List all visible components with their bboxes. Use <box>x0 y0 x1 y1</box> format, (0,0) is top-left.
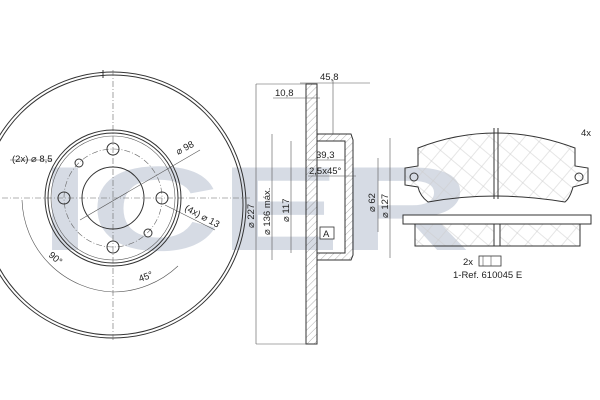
center-bore <box>81 166 145 230</box>
hub-outer-ring <box>44 129 182 267</box>
pad-reference-label: 1-Ref. 610045 E <box>453 270 522 281</box>
detail-a-box <box>319 226 335 240</box>
pad-backing-plate <box>402 214 592 225</box>
clip-quantity-label: 2x <box>463 257 473 268</box>
pad-friction-material <box>414 223 581 247</box>
total-height-label: 45,8 <box>320 72 339 83</box>
small-hole-label: (2x) ⌀ 8,5 <box>12 154 53 165</box>
detail-label: A <box>323 229 330 240</box>
thickness-label: 10,8 <box>275 88 294 99</box>
watermark-logo: ICER <box>40 142 470 276</box>
pad-front-view <box>404 132 589 203</box>
chamfer-label: 2,5x45° <box>309 166 342 177</box>
disc-section-view: A 45,8 10,8 39,3 2,5x45° ⌀ 227 ⌀ 136 máx… <box>246 72 391 345</box>
brake-pad-set: 4x 2x 1-Ref. 610045 E <box>402 128 592 281</box>
pad-quantity-label: 4x <box>581 128 591 139</box>
clip-icon <box>478 255 502 267</box>
bolt-holes <box>57 142 169 254</box>
hat-diameter-label: ⌀ 127 <box>380 194 391 218</box>
angle-45-label: 45° <box>137 270 154 285</box>
hat-depth-label: 39,3 <box>316 150 335 161</box>
inner-diameter-label: ⌀ 117 <box>281 198 292 222</box>
max-diameter-label: ⌀ 136 máx. <box>262 188 273 235</box>
outer-diameter-label: ⌀ 227 <box>246 204 257 228</box>
center-bore-label: ⌀ 62 <box>367 193 378 212</box>
